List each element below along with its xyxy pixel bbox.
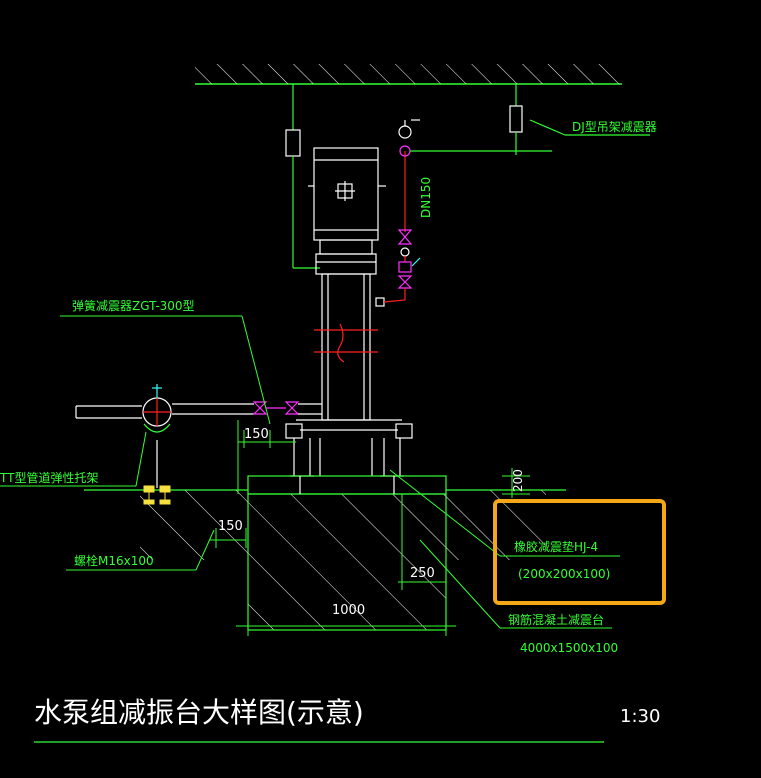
pipe-size-label: DN150 bbox=[419, 177, 433, 218]
concrete-base bbox=[247, 475, 447, 631]
rubber-pad-size: (200x200x100) bbox=[518, 567, 610, 581]
highlight-box bbox=[493, 499, 666, 605]
concrete-base-size: 4000x1500x100 bbox=[520, 641, 618, 655]
drawing-scale: 1:30 bbox=[620, 706, 660, 727]
bolt-label: 螺栓M16x100 bbox=[74, 553, 154, 568]
dim-250: 250 bbox=[410, 566, 435, 581]
dim-1000: 1000 bbox=[332, 603, 365, 618]
ceiling bbox=[195, 64, 622, 85]
dim-200: 200 bbox=[511, 469, 525, 492]
rubber-pad-label: 橡胶减震垫HJ-4 bbox=[514, 539, 598, 554]
leader-lines bbox=[0, 315, 620, 629]
concrete-base-label: 钢筋混凝土减震台 bbox=[508, 612, 604, 627]
hanger-label: DJ型吊架减震器 bbox=[572, 120, 657, 134]
dimension-lines bbox=[210, 420, 530, 636]
discharge-pipe bbox=[383, 119, 421, 303]
pump-body bbox=[315, 239, 385, 421]
anchor-bolts bbox=[143, 485, 171, 505]
suction-pipe bbox=[75, 384, 322, 488]
dim-150-lower: 150 bbox=[218, 519, 243, 534]
dim-150-upper: 150 bbox=[244, 427, 269, 442]
pump-motor bbox=[308, 147, 386, 241]
break-marks bbox=[314, 323, 378, 363]
pump-base-frame bbox=[285, 419, 413, 477]
drawing-title: 水泵组减振台大样图(示意) bbox=[34, 696, 364, 729]
pipe-absorber-label: 弹簧减震器ZGT-300型 bbox=[72, 298, 195, 313]
dj-hanger bbox=[410, 84, 650, 155]
pipe-support-label: TT型管道弹性托架 bbox=[0, 470, 98, 485]
